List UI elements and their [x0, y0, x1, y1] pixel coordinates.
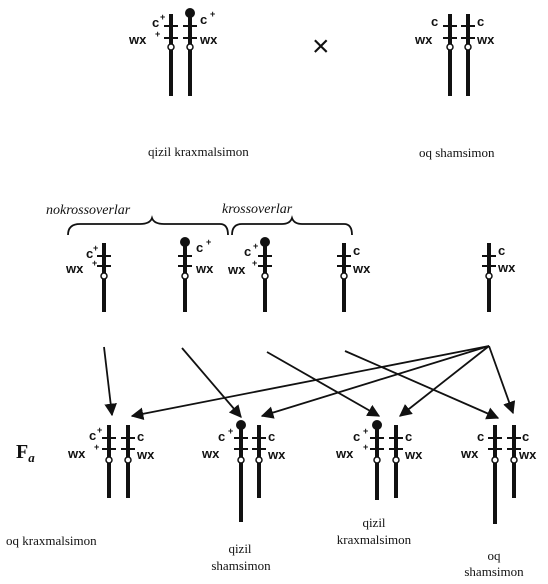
gene-label-wx: wx: [497, 260, 516, 275]
chromosome: c wx: [461, 14, 495, 96]
arrow: [130, 345, 490, 421]
gene-label-wx: wx: [460, 446, 479, 461]
chromosome: c + wx +: [128, 12, 178, 96]
chromosome: c + wx: [201, 420, 248, 522]
gamete-crossover-2: c wx: [337, 243, 371, 312]
offspring-3-chromosome-pair: c + wx + c wx: [335, 420, 423, 500]
gene-label-c: c: [218, 429, 225, 444]
gene-label-c: c: [522, 429, 529, 444]
gene-plus-sign: +: [363, 442, 368, 452]
gene-label-wx: wx: [199, 32, 218, 47]
gene-plus-sign: +: [93, 243, 98, 253]
gene-plus-sign: +: [253, 241, 258, 251]
chromosome: c + wx: [183, 8, 218, 96]
gene-plus-sign: +: [97, 425, 102, 435]
gene-plus-sign: +: [94, 442, 99, 452]
gene-label-c: c: [353, 243, 360, 258]
chromosome: c wx: [507, 425, 537, 498]
gene-plus-sign: +: [160, 12, 165, 22]
gene-label-c: c: [200, 12, 207, 27]
gene-label-wx: wx: [404, 447, 423, 462]
offspring-4-caption-line2: shamsimon: [464, 564, 524, 579]
gene-plus-sign: +: [210, 9, 215, 19]
gene-plus-sign: +: [228, 426, 233, 436]
gene-plus-sign: +: [252, 258, 257, 268]
crossover-label: krossoverlar: [222, 202, 293, 217]
gene-plus-sign: +: [92, 258, 97, 268]
noncrossover-brace: [67, 215, 229, 236]
offspring-1-chromosome-pair: c + wx + c wx: [67, 425, 155, 498]
gene-label-wx: wx: [476, 32, 495, 47]
offspring-3-caption-line2: kraxmalsimon: [337, 532, 412, 547]
gamete-noncrossover-2: c + wx: [178, 237, 214, 312]
chromosome: c wx: [121, 425, 155, 498]
chromosome: c wx: [460, 425, 502, 524]
gene-label-wx: wx: [195, 261, 214, 276]
gene-label-wx: wx: [128, 32, 147, 47]
gene-label-c: c: [477, 14, 484, 29]
gene-plus-sign: +: [363, 426, 368, 436]
gene-label-wx: wx: [518, 447, 537, 462]
chromosome: c wx: [389, 425, 423, 498]
offspring-2-caption-line2: shamsimon: [211, 558, 271, 573]
gene-plus-sign: +: [206, 237, 211, 247]
gene-plus-sign: +: [155, 29, 160, 39]
gene-label-wx: wx: [414, 32, 433, 47]
gene-label-c: c: [498, 243, 505, 258]
parent-male-chromosome-pair: c wx c wx: [414, 14, 495, 96]
offspring-2-caption-line1: qizil: [228, 541, 251, 556]
gamete-tester: c wx: [482, 243, 516, 312]
parent-male-caption: oq shamsimon: [419, 145, 495, 160]
gene-label-wx: wx: [136, 447, 155, 462]
gamete-noncrossover-1: c + wx +: [65, 243, 111, 312]
gene-label-wx: wx: [267, 447, 286, 462]
offspring-3-caption-line1: qizil: [362, 515, 385, 530]
generation-label: Fa: [16, 441, 35, 465]
gene-label-wx: wx: [352, 261, 371, 276]
gene-label-wx: wx: [201, 446, 220, 461]
gene-label-wx: wx: [67, 446, 86, 461]
gene-label-wx: wx: [335, 446, 354, 461]
gene-label-c: c: [86, 246, 93, 261]
gene-label-c: c: [268, 429, 275, 444]
gamete-crossover-1: c + wx +: [227, 237, 272, 312]
arrow: [399, 345, 490, 417]
parent-female-chromosome-pair: c + wx + c + wx: [128, 8, 218, 96]
offspring-2-chromosome-pair: c + wx c wx: [201, 420, 286, 522]
gene-label-c: c: [405, 429, 412, 444]
inheritance-arrows: [103, 345, 516, 421]
gene-label-c: c: [477, 429, 484, 444]
parent-female-caption: qizil kraxmalsimon: [148, 144, 249, 159]
arrow: [344, 350, 500, 420]
gene-label-c: c: [152, 15, 159, 30]
noncrossover-label: nokrossoverlar: [46, 203, 131, 218]
gene-label-wx: wx: [65, 261, 84, 276]
chromosome: c + wx +: [67, 425, 116, 498]
chromosome: c wx: [414, 14, 457, 96]
arrow: [260, 345, 490, 419]
chromosome: c wx: [252, 425, 286, 498]
offspring-4-chromosome-pair: c wx c wx: [460, 425, 537, 524]
gene-label-c: c: [137, 429, 144, 444]
chromosome: c + wx +: [335, 420, 384, 500]
arrow: [181, 347, 242, 418]
cross-symbol: ×: [312, 30, 330, 63]
gene-label-c: c: [196, 240, 203, 255]
gene-label-wx: wx: [227, 262, 246, 277]
gene-label-c: c: [89, 428, 96, 443]
gene-label-c: c: [353, 429, 360, 444]
offspring-4-caption-line1: oq: [488, 548, 502, 563]
arrow: [266, 351, 381, 417]
crossover-brace: [231, 215, 353, 236]
arrow: [488, 345, 516, 415]
gene-label-c: c: [431, 14, 438, 29]
arrow: [103, 346, 117, 417]
gene-label-c: c: [244, 244, 251, 259]
offspring-1-caption: oq kraxmalsimon: [6, 533, 97, 548]
